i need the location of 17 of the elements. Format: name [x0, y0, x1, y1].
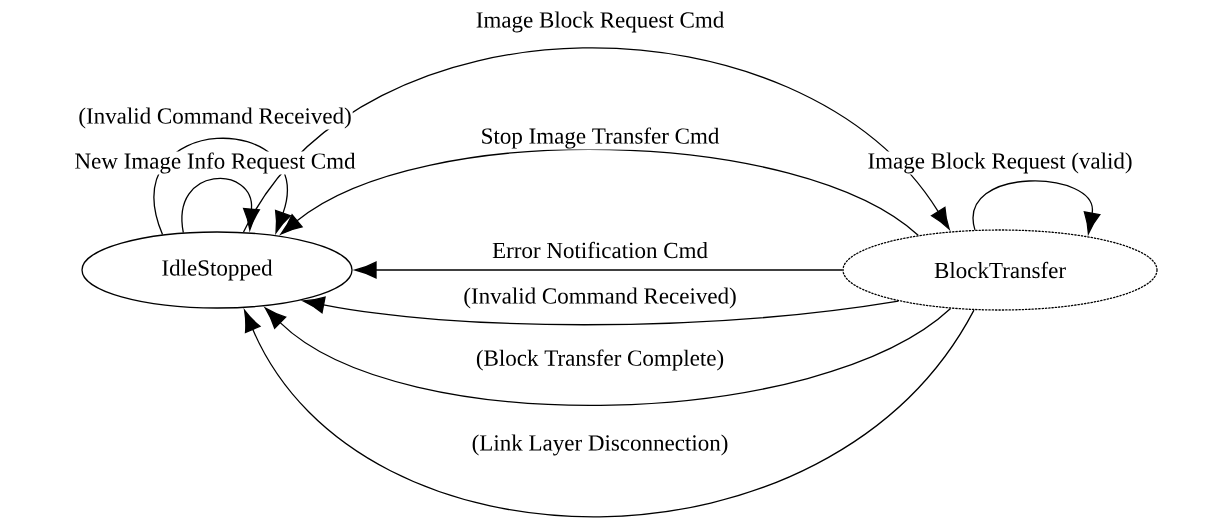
edge-label: (Invalid Command Received): [462, 286, 738, 310]
arrow: [354, 261, 843, 279]
edge-label: (Block Transfer Complete): [474, 348, 726, 372]
edge-label: (Invalid Command Received): [77, 106, 353, 130]
arrow: [242, 47, 950, 233]
edge-label: New Image Info Request Cmd: [73, 151, 357, 175]
arrow: [264, 307, 952, 406]
arrow: [302, 296, 899, 326]
edge-label: (Link Layer Disconnection): [470, 433, 730, 457]
edge-label: Image Block Request Cmd: [474, 10, 726, 34]
edge-label: Image Block Request (valid): [866, 151, 1134, 175]
edge-label: Stop Image Transfer Cmd: [479, 126, 721, 150]
arrow: [243, 309, 975, 518]
edge-label: Error Notification Cmd: [491, 240, 709, 260]
arrow: [972, 180, 1101, 235]
arrow: [280, 149, 919, 236]
arrow: [181, 178, 260, 234]
